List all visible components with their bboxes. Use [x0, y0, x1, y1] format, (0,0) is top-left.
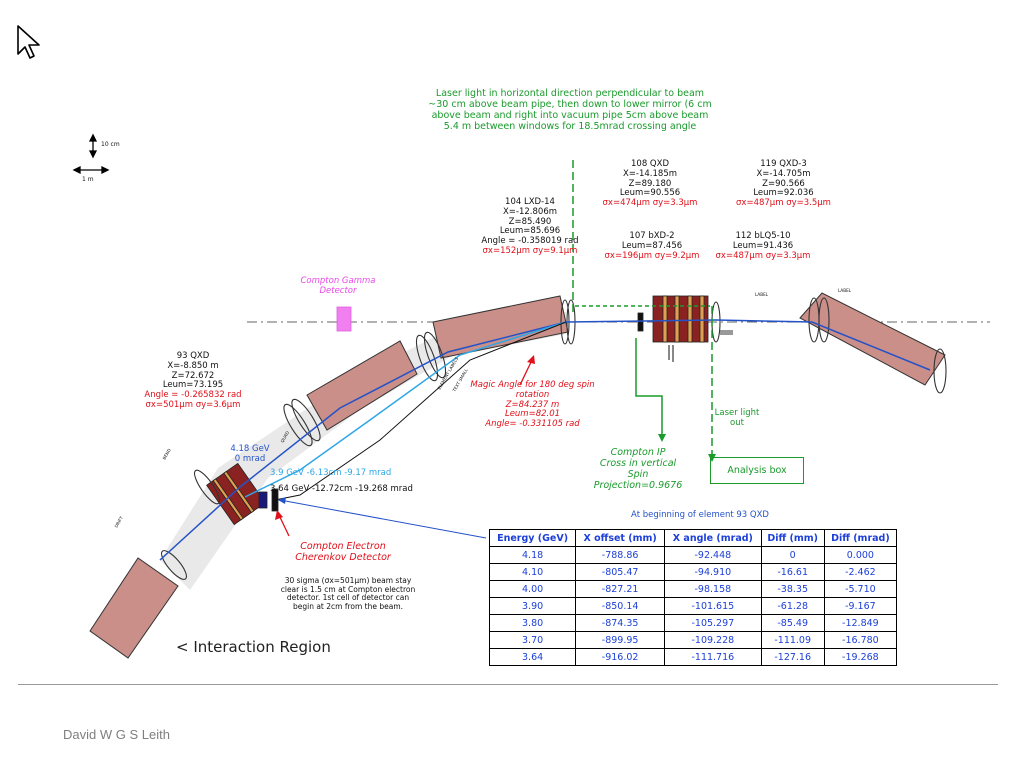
- table-cell: 3.70: [488, 631, 577, 649]
- scale-horizontal-label: 1 m: [82, 176, 94, 183]
- magnet-119-label: 119 QXD-3 X=-14.705m Z=90.566 Leum=92.03…: [726, 159, 841, 209]
- table-cell: -16.780: [823, 631, 898, 649]
- analysis-box: Analysis box: [710, 457, 804, 484]
- laser-out-label: Laser light out: [714, 408, 760, 428]
- column-header: X offset (mm): [575, 529, 666, 547]
- table-cell: -9.167: [823, 597, 898, 615]
- magic-angle-label: Magic Angle for 180 deg spin rotation Z=…: [470, 380, 595, 430]
- svg-text:LABEL: LABEL: [755, 292, 769, 297]
- magnet-104-params: 104 LXD-14 X=-12.806m Z=85.490 Leum=85.6…: [481, 197, 579, 247]
- table-row: 3.90-850.14-101.615-61.28-9.167: [488, 597, 898, 615]
- magnet-107-sigma: σx=196μm σy=9.2μm: [604, 250, 700, 261]
- compton-electron-detector-label: Compton Electron Cherenkov Detector: [295, 541, 391, 563]
- scale-vertical-label: 10 cm: [101, 141, 120, 148]
- laser-note: Laser light in horizontal direction perp…: [428, 88, 712, 132]
- svg-text:QUAD: QUAD: [280, 430, 291, 443]
- beam-418-label: 4.18 GeV 0 mrad: [230, 444, 270, 464]
- magnet-93-angle: Angle = -0.265832 rad σx=501μm σy=3.6μm: [144, 390, 242, 410]
- table-cell: -850.14: [575, 597, 666, 615]
- table-cell: -109.228: [664, 631, 762, 649]
- column-header: Energy (GeV): [488, 529, 577, 547]
- magnet-108-sigma: σx=474μm σy=3.3μm: [602, 198, 698, 209]
- compton-gamma-detector-label: Compton Gamma Detector: [300, 276, 376, 296]
- magnet-108-label: 108 QXD X=-14.185m Z=89.180 Leum=90.556 …: [595, 159, 705, 209]
- table-cell: 4.10: [488, 563, 577, 581]
- column-header: X angle (mrad): [664, 529, 762, 547]
- magnet-107-params: 107 bXD-2 Leum=87.456: [621, 231, 683, 251]
- magnet-112-params: 112 bLQ5-10 Leum=91.436: [732, 231, 794, 251]
- table-cell: -92.448: [664, 546, 762, 564]
- scale-markers: [72, 133, 110, 175]
- table-cell: -827.21: [575, 580, 666, 598]
- table-cell: -111.09: [760, 631, 825, 649]
- table-cell: -899.95: [575, 631, 666, 649]
- table-caption: At beginning of element 93 QXD: [631, 510, 769, 520]
- table-cell: -101.615: [664, 597, 762, 615]
- table-cell: 3.90: [488, 597, 577, 615]
- magnet-107-label: 107 bXD-2 Leum=87.456 σx=196μm σy=9.2μm: [596, 231, 708, 261]
- interaction-region-title: < Interaction Region: [176, 638, 331, 656]
- table-cell: -874.35: [575, 614, 666, 632]
- table-row: 4.10-805.47-94.910-16.61-2.462: [488, 563, 898, 581]
- beam-stay-clear-note: 30 sigma (σx=501μm) beam stay clear is 1…: [280, 576, 416, 611]
- energy-offset-table: Energy (GeV) X offset (mm) X angle (mrad…: [488, 529, 898, 666]
- compton-ip-label: Compton IP Cross in vertical Spin Projec…: [593, 447, 683, 491]
- table-cell: 4.00: [488, 580, 577, 598]
- table-cell: -105.297: [664, 614, 762, 632]
- table-cell: -61.28: [760, 597, 825, 615]
- table-row: 3.64-916.02-111.716-127.16-19.268: [488, 648, 898, 666]
- table-row: 3.80-874.35-105.297-85.49-12.849: [488, 614, 898, 632]
- table-header-row: Energy (GeV) X offset (mm) X angle (mrad…: [488, 529, 898, 547]
- table-cell: -127.16: [760, 648, 825, 666]
- analysis-box-label: Analysis box: [727, 465, 787, 476]
- column-header: Diff (mm): [760, 529, 825, 547]
- magnet-104-label: 104 LXD-14 X=-12.806m Z=85.490 Leum=85.6…: [470, 197, 590, 257]
- table-cell: -111.716: [664, 648, 762, 666]
- table-row: 3.70-899.95-109.228-111.09-16.780: [488, 631, 898, 649]
- table-cell: -916.02: [575, 648, 666, 666]
- beam-364-label: 3.64 GeV -12.72cm -19.268 mrad: [270, 484, 413, 494]
- table-cell: -16.61: [760, 563, 825, 581]
- magnet-119-params: 119 QXD-3 X=-14.705m Z=90.566 Leum=92.03…: [753, 159, 814, 199]
- table-cell: -5.710: [823, 580, 898, 598]
- table-cell: -12.849: [823, 614, 898, 632]
- table-cell: 3.64: [488, 648, 577, 666]
- column-header: Diff (mrad): [823, 529, 898, 547]
- magnet-112-label: 112 bLQ5-10 Leum=91.436 σx=487μm σy=3.3μ…: [708, 231, 818, 261]
- svg-text:LABEL: LABEL: [838, 288, 852, 293]
- table-cell: -85.49: [760, 614, 825, 632]
- magnet-93-params: 93 QXD X=-8.850 m Z=72.672 Leum=73.195: [162, 351, 224, 391]
- magnet-112-sigma: σx=487μm σy=3.3μm: [715, 250, 811, 261]
- svg-text:BEND: BEND: [162, 448, 172, 461]
- table-cell: 0.000: [823, 546, 898, 564]
- footer-divider: [18, 684, 998, 685]
- magnet-119-sigma: σx=487μm σy=3.5μm: [736, 198, 831, 209]
- beam-39-label: 3.9 GeV -6.13cm -9.17 mrad: [270, 468, 392, 478]
- table-cell: -805.47: [575, 563, 666, 581]
- table-cell: -19.268: [823, 648, 898, 666]
- footer-author: David W G S Leith: [63, 727, 170, 742]
- svg-text:DRIFT: DRIFT: [114, 515, 125, 529]
- magnet-104-sigma: σx=152μm σy=9.1μm: [482, 245, 578, 256]
- table-cell: 3.80: [488, 614, 577, 632]
- magnet-108-params: 108 QXD X=-14.185m Z=89.180 Leum=90.556: [619, 159, 681, 199]
- table-cell: -94.910: [664, 563, 762, 581]
- table-cell: -2.462: [823, 563, 898, 581]
- table-cell: -98.158: [664, 580, 762, 598]
- mouse-pointer-icon: [17, 25, 40, 59]
- table-row: 4.00-827.21-98.158-38.35-5.710: [488, 580, 898, 598]
- table-cell: -38.35: [760, 580, 825, 598]
- table-cell: 4.18: [488, 546, 577, 564]
- magnet-93-label: 93 QXD X=-8.850 m Z=72.672 Leum=73.195 A…: [133, 351, 253, 411]
- table-cell: 0: [760, 546, 825, 564]
- table-cell: -788.86: [575, 546, 666, 564]
